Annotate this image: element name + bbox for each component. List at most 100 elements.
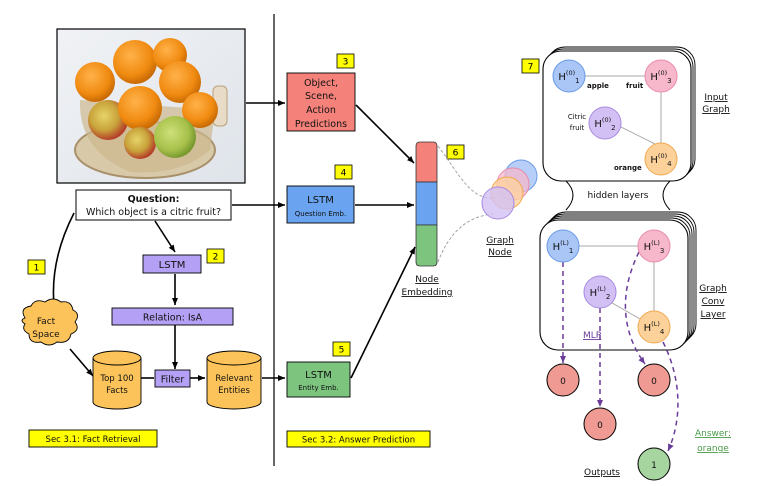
graph-node-label-2: Node <box>488 248 512 258</box>
relation-box: Relation: IsA <box>111 307 234 326</box>
svg-text:0: 0 <box>651 377 657 387</box>
node-embedding-bar <box>415 141 438 267</box>
conv-node-h3: H(L)3 <box>637 229 671 263</box>
svg-text:7: 7 <box>528 63 534 73</box>
question-lstm-box: LSTM Question Emb. <box>286 185 355 224</box>
orange-fruit <box>113 40 157 84</box>
top-facts-label-2: Facts <box>106 386 128 396</box>
word-apple: apple <box>587 82 609 90</box>
relevant-entities-cylinder: Relevant Entities <box>206 350 262 410</box>
relevant-entities-label-2: Entities <box>218 386 250 396</box>
question-box: Question: Which object is a citric fruit… <box>75 189 232 221</box>
apple-fruit <box>154 116 196 158</box>
entity-lstm-box: LSTM Entity Emb. <box>286 361 351 398</box>
mlp-arrow-4 <box>662 341 679 452</box>
fact-space-label-1: Fact <box>37 317 56 327</box>
svg-text:0: 0 <box>560 377 566 387</box>
section-label-fact-retrieval: Sec 3.1: Fact Retrieval <box>28 429 158 448</box>
entity-emb-to-embedding-arrow <box>350 246 416 379</box>
word-fruit: fruit <box>626 82 644 90</box>
word-orange: orange <box>614 164 642 172</box>
node-embedding-label-2: Embedding <box>401 288 452 298</box>
answer-label-1: Answer: <box>695 429 731 439</box>
section-label-answer-prediction: Sec 3.2: Answer Prediction <box>286 430 431 448</box>
question-to-factspace-edge <box>52 212 75 306</box>
top-facts-cylinder: Top 100 Facts <box>92 350 142 410</box>
filter-label: Filter <box>161 375 185 386</box>
apple-fruit <box>124 127 156 159</box>
embedding-to-node-dashed-top <box>437 145 496 199</box>
input-node-h2: H(0)2 <box>588 106 622 140</box>
svg-text:2: 2 <box>213 253 219 263</box>
svg-text:1: 1 <box>651 461 657 471</box>
svg-text:1: 1 <box>34 264 40 274</box>
input-image <box>56 28 246 184</box>
step-tag-3: 3 <box>336 53 355 69</box>
word-citric: Citric <box>568 113 586 121</box>
fact-space-label-2: Space <box>32 330 60 340</box>
input-graph-label-1: Input <box>704 93 728 103</box>
orange-fruit <box>182 92 218 128</box>
predictions-to-embedding-arrow <box>355 104 415 164</box>
graph-conv-label-2: Conv <box>702 297 725 307</box>
question-to-lstm-arrow <box>154 220 176 253</box>
graph-conv-label-3: Layer <box>700 310 725 320</box>
svg-text:LSTM: LSTM <box>305 370 332 381</box>
svg-text:Scene,: Scene, <box>305 91 337 102</box>
fact-space-cloud: Fact Space <box>21 298 78 346</box>
output-node-4: 1 <box>637 447 671 481</box>
input-node-h4: H(0)4 <box>644 142 678 176</box>
svg-text:3: 3 <box>343 58 349 68</box>
answer-label-2: orange <box>697 444 729 454</box>
hidden-layers-label: hidden layers <box>587 191 648 201</box>
question-title: Question: <box>128 194 180 205</box>
output-node-1: 0 <box>546 363 580 397</box>
graph-node-label-1: Graph <box>486 236 514 246</box>
mlp-label: MLP <box>583 331 602 341</box>
conv-node-h1: H(L)1 <box>546 229 580 263</box>
relevant-entities-label-1: Relevant <box>215 374 253 384</box>
apple-fruit <box>88 100 128 140</box>
word-citric-fruit: fruit <box>570 124 585 132</box>
lstm-fact-label: LSTM <box>159 260 186 271</box>
node-embedding-label-1: Node <box>415 275 439 285</box>
mlp-arrow-3 <box>624 251 646 365</box>
svg-text:4: 4 <box>341 169 347 179</box>
orange-fruit <box>75 62 115 102</box>
svg-text:6: 6 <box>453 149 459 159</box>
step-tag-7: 7 <box>521 58 540 74</box>
orange-fruit <box>159 61 201 103</box>
graph-conv-label-1: Graph <box>699 284 727 294</box>
svg-text:Sec 3.1: Fact Retrieval: Sec 3.1: Fact Retrieval <box>46 435 141 445</box>
input-graph-label-2: Graph <box>702 105 730 115</box>
factspace-to-facts-arrow <box>69 348 94 377</box>
input-node-h1: H(0)1 <box>552 59 586 93</box>
svg-text:Sec 3.2: Answer Prediction: Sec 3.2: Answer Prediction <box>302 436 415 446</box>
filter-box: Filter <box>154 369 191 388</box>
svg-text:0: 0 <box>597 421 603 431</box>
top-facts-label-1: Top 100 <box>99 374 133 384</box>
graph-node-stack <box>481 159 538 220</box>
step-tag-5: 5 <box>332 341 351 357</box>
lstm-fact-box: LSTM <box>142 254 202 274</box>
step-tag-1: 1 <box>27 259 46 275</box>
step-tag-6: 6 <box>446 144 465 160</box>
step-tag-4: 4 <box>334 164 353 180</box>
output-node-2: 0 <box>583 407 617 441</box>
conv-node-h4: H(L)4 <box>637 310 671 344</box>
svg-text:Object,: Object, <box>304 78 338 89</box>
output-node-3: 0 <box>637 363 671 397</box>
svg-text:Predictions: Predictions <box>295 119 347 130</box>
svg-text:Entity Emb.: Entity Emb. <box>298 384 339 392</box>
svg-text:5: 5 <box>339 346 345 356</box>
orange-fruit <box>118 86 162 130</box>
svg-text:Question Emb.: Question Emb. <box>295 210 346 218</box>
hidden-layers-connector <box>565 180 671 211</box>
relation-label: Relation: IsA <box>143 313 203 324</box>
svg-text:Action: Action <box>306 105 336 116</box>
question-text: Which object is a citric fruit? <box>86 207 221 218</box>
conv-node-h2: H(L)2 <box>583 275 617 309</box>
input-node-h3: H(0)3 <box>644 59 678 93</box>
svg-text:LSTM: LSTM <box>307 195 334 206</box>
